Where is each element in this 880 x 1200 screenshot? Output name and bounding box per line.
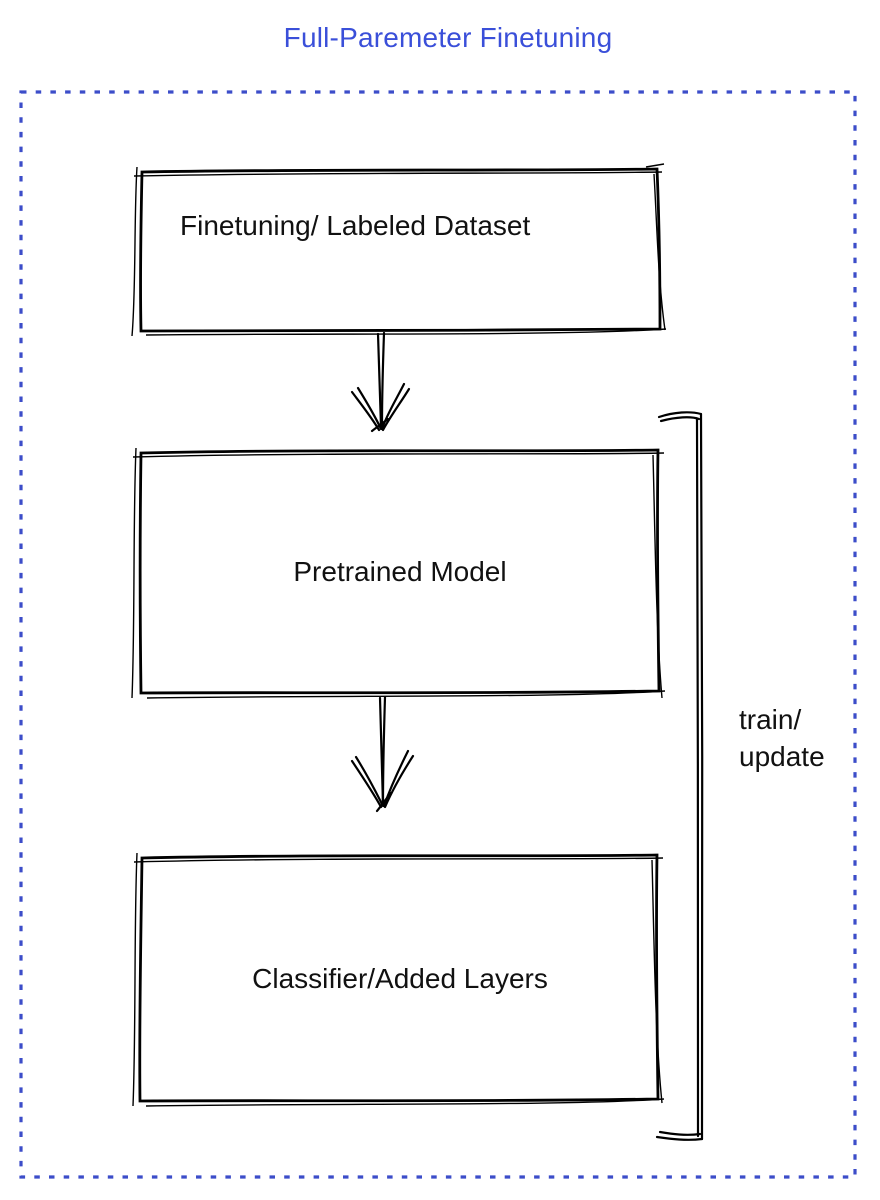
arrow-head (350, 759, 383, 809)
arrow-shaft (376, 332, 383, 429)
arrow-down-icon (350, 695, 415, 813)
dotted-border (19, 90, 857, 1179)
sketch-stroke (145, 1098, 665, 1107)
sketch-stroke (133, 171, 663, 177)
sketch-stroke (653, 173, 666, 331)
arrow-head (380, 382, 406, 431)
arrow-head (375, 791, 393, 813)
sketch-stroke (145, 328, 667, 336)
sketch-stroke (132, 852, 138, 1107)
bracket-top-hook (659, 416, 701, 423)
bracket-label: train/ update (739, 704, 825, 772)
bracket-vertical (699, 412, 704, 1141)
arrow-shaft (381, 695, 387, 805)
sketch-stroke (652, 454, 663, 699)
train-update-bracket (655, 411, 704, 1141)
sketch-stroke (146, 690, 666, 699)
sketch-stroke (131, 447, 137, 699)
box-classifier-added-layers (132, 852, 665, 1107)
arrow-head (370, 417, 390, 433)
arrow-head (381, 387, 411, 432)
bracket-bottom-hook (658, 1130, 702, 1136)
arrow-down-icon (350, 331, 411, 433)
sketch-stroke (131, 166, 138, 337)
box-pretrained-model (131, 447, 666, 699)
box-classifier-added-layers-label: Classifier/Added Layers (252, 962, 548, 994)
diagram-title: Full-Paremeter Finetuning (283, 22, 613, 53)
arrow-head (354, 755, 385, 808)
arrow-head (382, 749, 410, 808)
sketch-stroke (132, 452, 665, 458)
box-finetuning-dataset-label: Finetuning/ Labeled Dataset (180, 210, 531, 241)
arrow-head (350, 390, 381, 432)
arrow-shaft (380, 331, 386, 427)
bracket-top-hook (657, 411, 703, 419)
bracket-vertical (695, 417, 700, 1138)
sketch-stroke (133, 857, 664, 863)
arrow-head (383, 754, 415, 809)
sketch-stroke (645, 163, 665, 168)
box-finetuning-dataset-shape (139, 167, 662, 333)
arrow-head (356, 386, 383, 431)
box-finetuning-dataset (131, 163, 667, 337)
sketch-stroke (651, 859, 663, 1104)
box-pretrained-model-label: Pretrained Model (293, 555, 507, 587)
bracket-bottom-hook (655, 1135, 704, 1141)
